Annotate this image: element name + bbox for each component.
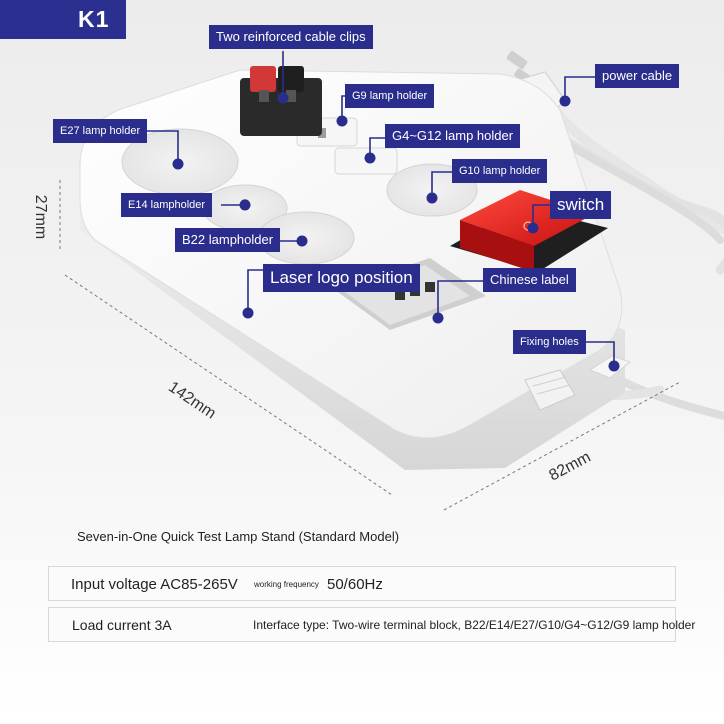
interface-type: Interface type: Two-wire terminal block,… xyxy=(253,618,696,632)
callout-power-cable: power cable xyxy=(595,64,680,88)
callout-switch: switch xyxy=(550,191,612,219)
dim-width-line xyxy=(443,381,681,511)
callout-b22: B22 lampholder xyxy=(175,228,281,252)
callout-chinese-label: Chinese label xyxy=(483,268,576,292)
product-caption: Seven-in-One Quick Test Lamp Stand (Stan… xyxy=(77,529,400,544)
frequency-value: 50/60Hz xyxy=(327,576,383,593)
cable-grommet xyxy=(524,369,576,411)
callout-e14: E14 lampholder xyxy=(121,193,213,217)
spec-row-load: Load current 3A Interface type: Two-wire… xyxy=(48,607,695,642)
callout-e27: E27 lamp holder xyxy=(53,119,148,143)
dimension-height: 27mm xyxy=(32,194,50,240)
callout-g9: G9 lamp holder xyxy=(345,84,435,108)
callout-laser-logo: Laser logo position xyxy=(263,264,420,292)
callout-g10: G10 lamp holder xyxy=(452,159,548,183)
model-tag: K1 xyxy=(0,0,126,39)
callout-fixing-holes: Fixing holes xyxy=(513,330,586,354)
callout-g4-g12: G4~G12 lamp holder xyxy=(385,124,521,148)
cable-clip-block xyxy=(240,66,322,136)
frequency-label: working frequency xyxy=(254,580,319,589)
callout-cable-clips: Two reinforced cable clips xyxy=(209,25,373,49)
load-current: Load current 3A xyxy=(72,617,172,633)
input-voltage: Input voltage AC85-265V xyxy=(71,576,238,593)
spec-row-voltage: Input voltage AC85-265V working frequenc… xyxy=(48,566,676,601)
